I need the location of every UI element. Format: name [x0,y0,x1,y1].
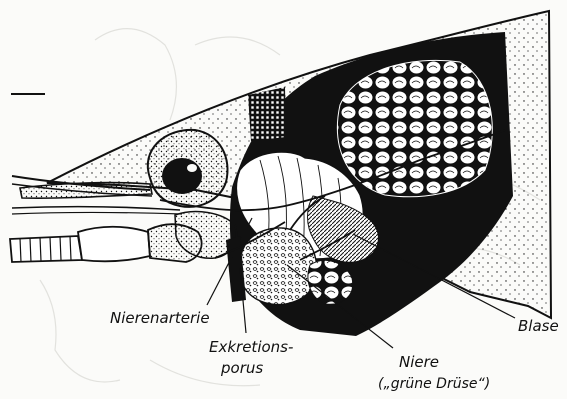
ovary-egg-mass [337,60,492,196]
label-kidney-line1: Niere [399,353,439,371]
label-excretory-pore-line2: porus [220,359,263,377]
muscle-patch [248,87,286,141]
label-kidney-line2: („grüne Drüse“) [378,376,490,392]
eye [162,158,202,194]
label-bladder: Blase [518,317,559,335]
antenna-segmented-base [10,224,202,262]
green-gland-coil [239,228,317,305]
eye-highlight [187,164,197,172]
label-excretory-pore-line1: Exkretions- [209,338,293,356]
antenna-middle [12,207,180,210]
antenna-middle-2 [12,213,182,215]
label-renal-artery: Nierenarterie [110,309,210,327]
